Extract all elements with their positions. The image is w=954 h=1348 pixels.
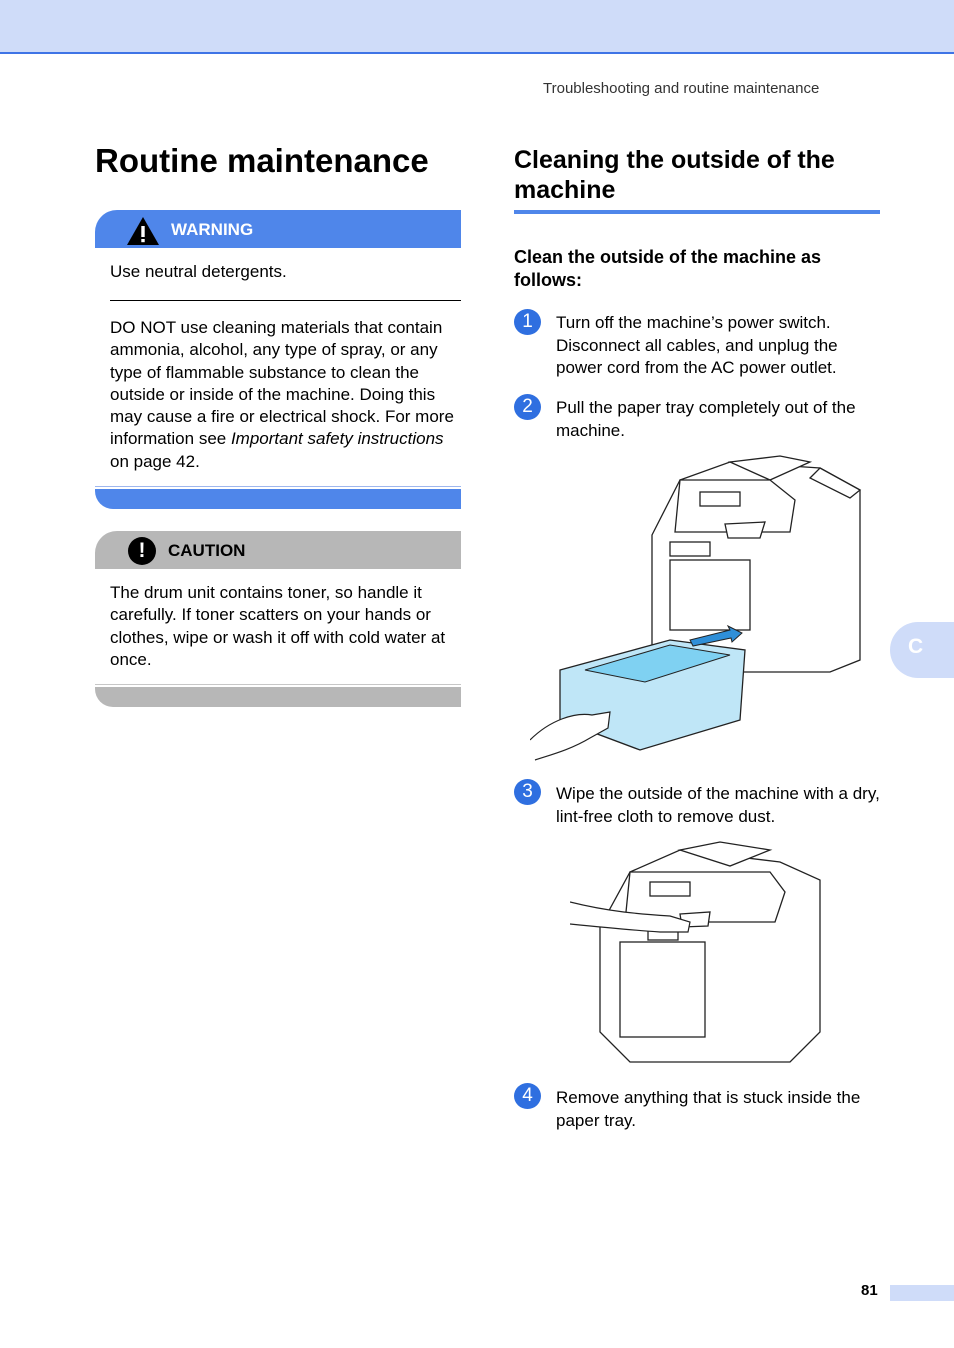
subheading: Clean the outside of the machine as foll… <box>514 247 822 290</box>
warning-footer-line <box>95 486 461 487</box>
safety-instructions-reference: Important safety instructions <box>230 429 444 449</box>
page-number: 81 <box>861 1282 878 1299</box>
step-3-text: Wipe the outside of the machine with a d… <box>556 784 880 826</box>
step-2-text: Pull the paper tray completely out of th… <box>556 398 856 440</box>
warning-triangle-icon <box>127 217 159 245</box>
caution-label: CAUTION <box>168 541 246 560</box>
caution-exclamation-icon: ! <box>128 537 156 565</box>
printer-wiping-illustration <box>570 841 821 1063</box>
warning-line-1: Use neutral detergents. <box>110 262 287 281</box>
running-header: Troubleshooting and routine maintenance <box>543 80 820 97</box>
appendix-tab-letter: C <box>908 635 924 658</box>
top-banner <box>0 0 954 54</box>
step-4-text: Remove anything that is stuck inside the… <box>556 1088 861 1130</box>
step-3-number: 3 <box>514 779 541 805</box>
section-rule <box>514 210 880 214</box>
section-title: Cleaning the outside of the machine <box>514 146 835 204</box>
caution-footer-line <box>95 684 461 685</box>
caution-footer-bar <box>95 687 461 707</box>
warning-footer-bar <box>95 489 461 509</box>
warning-body-tail: on page 42. <box>110 451 200 471</box>
printer-paper-tray-illustration <box>530 455 862 761</box>
warning-label: WARNING <box>171 220 254 239</box>
page-title: Routine maintenance <box>95 142 429 179</box>
step-1-text: Turn off the machine’s power switch. Dis… <box>556 313 838 377</box>
appendix-tab: C <box>890 622 954 678</box>
caution-header-bar <box>95 531 461 569</box>
page-number-tab <box>890 1285 954 1301</box>
step-1-number: 1 <box>514 309 541 335</box>
step-2-number: 2 <box>514 394 541 420</box>
warning-body: DO NOT use cleaning materials that conta… <box>110 317 462 473</box>
caution-body: The drum unit contains toner, so handle … <box>110 583 446 669</box>
warning-body-main: DO NOT use cleaning materials that conta… <box>110 318 454 449</box>
step-4-number: 4 <box>514 1083 541 1109</box>
warning-divider <box>110 300 461 301</box>
